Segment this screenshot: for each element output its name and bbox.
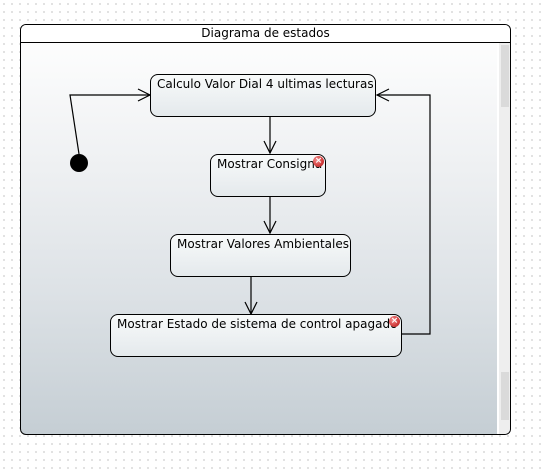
error-icon: × <box>313 156 324 167</box>
arrowhead-apagado-to-calculo <box>375 88 390 102</box>
error-icon: × <box>389 316 400 327</box>
state-calculo-valor-dial[interactable]: Calculo Valor Dial 4 ultimas lecturas <box>150 74 376 117</box>
state-label: Mostrar Valores Ambientales <box>177 237 349 251</box>
state-mostrar-valores-ambientales[interactable]: Mostrar Valores Ambientales <box>170 234 351 277</box>
initial-node <box>70 154 88 172</box>
scrollbar-thumb[interactable] <box>501 45 509 107</box>
scrollbar-track-segment <box>501 372 509 420</box>
state-label: Mostrar Estado de sistema de control apa… <box>117 317 398 331</box>
state-mostrar-consigna[interactable]: Mostrar Consigna <box>210 154 326 197</box>
vertical-scrollbar[interactable] <box>497 43 510 434</box>
transition-initial-to-calculo <box>69 94 150 155</box>
state-label: Mostrar Consigna <box>217 157 323 171</box>
state-label: Calculo Valor Dial 4 ultimas lecturas <box>157 77 374 91</box>
transition-apagado-to-calculo <box>377 94 431 335</box>
diagram-title: Diagrama de estados <box>201 26 330 40</box>
state-mostrar-estado-apagado[interactable]: Mostrar Estado de sistema de control apa… <box>110 314 402 357</box>
arrowhead-calculo-to-consigna <box>263 140 277 155</box>
frame-title-bar <box>21 25 510 43</box>
arrowhead-consigna-to-ambientales <box>263 220 277 235</box>
